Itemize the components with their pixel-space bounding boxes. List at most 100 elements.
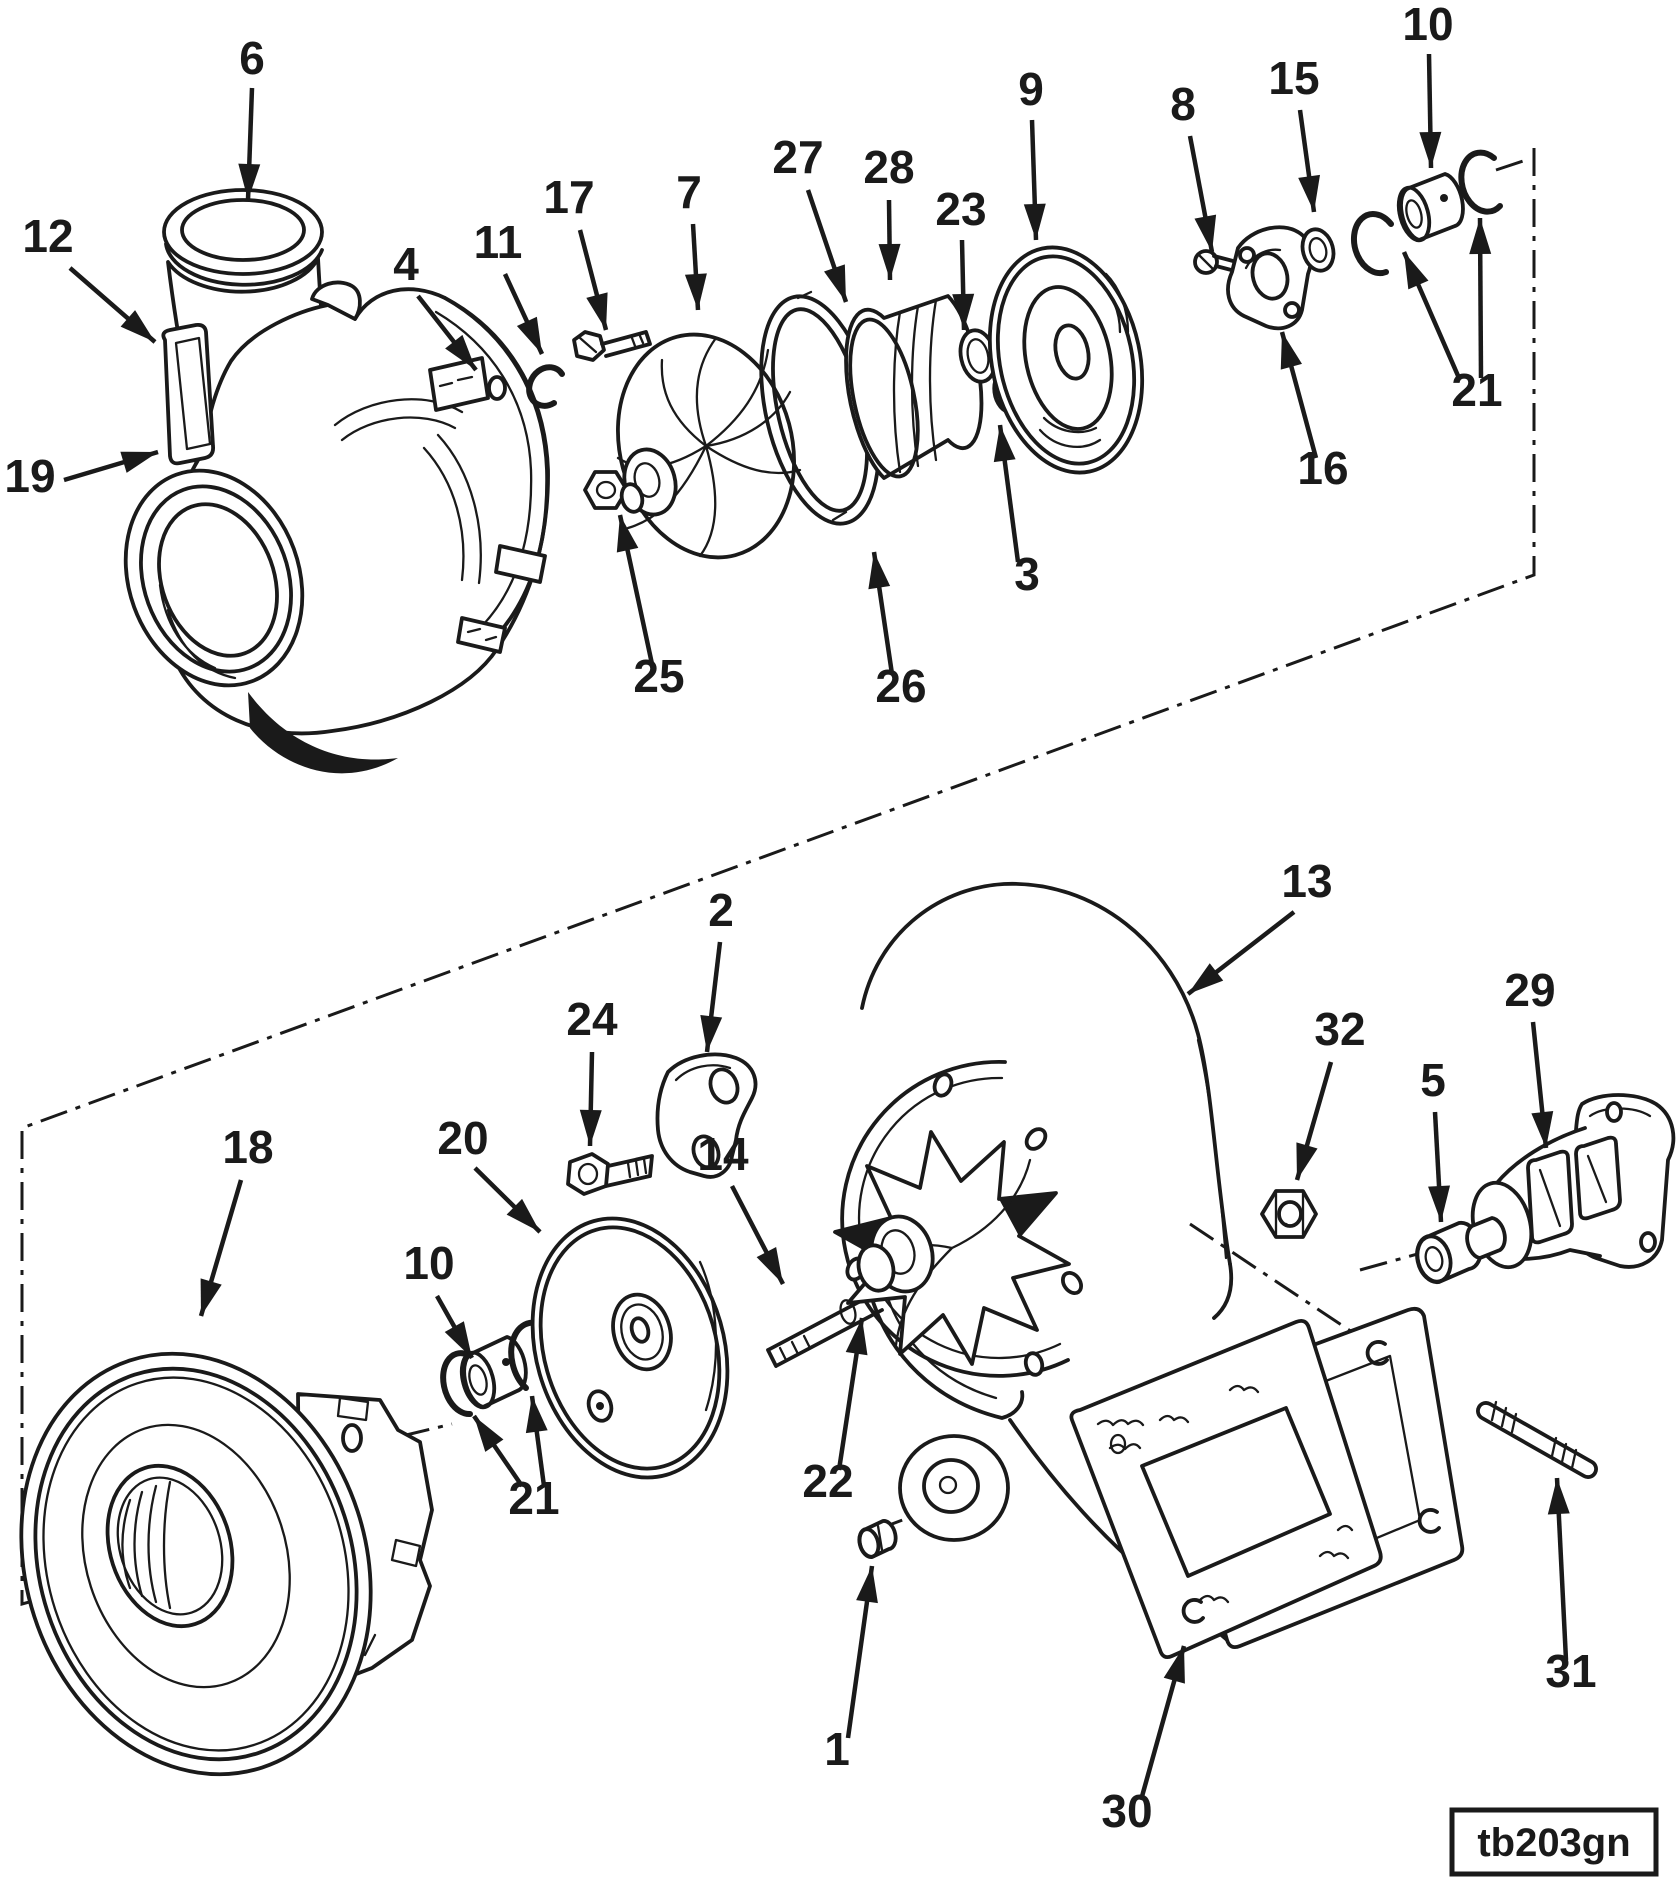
callout-14: 14 <box>697 1128 785 1286</box>
callout-label: 15 <box>1268 52 1319 104</box>
callouts: 6 12 19 4 11 17 7 27 28 23 9 8 15 10 16 … <box>4 0 1596 1837</box>
callout-label: 21 <box>1451 364 1502 416</box>
callout-label: 18 <box>222 1121 273 1173</box>
callout-18: 18 <box>198 1121 274 1317</box>
callout-label: 9 <box>1018 63 1044 115</box>
leader-arrow <box>684 223 707 311</box>
callout-31: 31 <box>1545 1477 1597 1697</box>
callout-9: 9 <box>1018 63 1046 241</box>
leader-arrow <box>836 1317 868 1471</box>
callout-32: 32 <box>1294 1003 1366 1181</box>
callout-4: 4 <box>393 238 478 372</box>
callout-label: 20 <box>437 1112 488 1164</box>
lock-washer-11 <box>526 364 565 409</box>
leader-arrow <box>1297 109 1321 213</box>
callout-label: 3 <box>1014 548 1040 600</box>
figure-code-label: tb203gn <box>1477 1821 1630 1865</box>
callout-label: 6 <box>239 32 265 84</box>
stud-31 <box>1476 1400 1598 1479</box>
turbine-housing <box>123 188 550 774</box>
callout-24: 24 <box>566 993 618 1147</box>
callout-12: 12 <box>22 210 157 344</box>
leader-arrow <box>868 551 895 675</box>
leader-arrow <box>1186 910 1296 996</box>
gasket-30 <box>1069 1318 1383 1660</box>
callout-label: 8 <box>1170 78 1196 130</box>
callout-15: 15 <box>1268 52 1321 213</box>
vband-flange <box>443 296 550 644</box>
clamp-plate-2 <box>655 1052 758 1179</box>
callout-label: 30 <box>1101 1785 1152 1837</box>
leader-arrow <box>1023 119 1046 241</box>
leader-arrow <box>805 189 849 303</box>
leader-arrow <box>1428 1111 1451 1223</box>
leader-arrow <box>525 1395 548 1487</box>
callout-label: 27 <box>772 131 823 183</box>
hex-nut-32 <box>1260 1189 1318 1239</box>
callout-21-top: 21 <box>1401 217 1503 416</box>
callout-22: 22 <box>802 1317 868 1507</box>
leader-arrow <box>845 1565 878 1739</box>
callout-label: 28 <box>863 141 914 193</box>
callout-30: 30 <box>1101 1645 1187 1837</box>
leader-arrow <box>579 1051 602 1147</box>
callout-6: 6 <box>238 32 265 201</box>
leader-arrow <box>63 449 159 483</box>
callout-label: 19 <box>4 450 55 502</box>
callout-5: 5 <box>1420 1054 1451 1223</box>
centerline <box>1495 158 1527 172</box>
snap-ring-top-right <box>1458 149 1503 215</box>
callout-21-bottom: 21 <box>472 1395 560 1524</box>
leader-arrow <box>993 424 1021 563</box>
leader-arrow <box>1294 1061 1334 1181</box>
callout-label: 13 <box>1281 855 1332 907</box>
compressor-wheel <box>616 332 802 560</box>
callout-label: 31 <box>1545 1645 1596 1697</box>
callout-label: 24 <box>566 993 618 1045</box>
callout-10-top: 10 <box>1402 0 1454 169</box>
callout-13: 13 <box>1186 855 1333 996</box>
callout-label: 4 <box>393 238 419 290</box>
leader-arrow <box>473 1166 542 1234</box>
oil-drain-fitting-29 <box>1465 1093 1676 1270</box>
callout-26: 26 <box>868 551 927 712</box>
callout-20: 20 <box>437 1112 542 1234</box>
bracket-16 <box>1226 225 1314 331</box>
callout-label: 22 <box>802 1455 853 1507</box>
turbine-wheel-shaft <box>766 1130 1071 1368</box>
callout-29: 29 <box>1504 964 1556 1149</box>
callout-label: 23 <box>935 183 986 235</box>
pipe-plug-1 <box>857 1519 898 1559</box>
callout-25: 25 <box>616 514 685 702</box>
callout-label: 5 <box>1420 1054 1446 1106</box>
flinger-plate-9 <box>987 245 1145 475</box>
figure-code-box: tb203gn <box>1449 1807 1659 1877</box>
leader-arrow <box>416 294 478 372</box>
callout-label: 14 <box>697 1128 749 1180</box>
leader-arrow <box>435 1294 474 1360</box>
capscrew-17 <box>572 330 652 362</box>
leader-arrow <box>577 229 609 331</box>
grooved-sleeve-27-28 <box>844 294 984 480</box>
shaft-nut-25 <box>583 470 629 510</box>
callout-label: 16 <box>1297 442 1348 494</box>
callout-label: 11 <box>474 216 523 268</box>
backplate-18 <box>19 1351 434 1777</box>
callout-27: 27 <box>772 131 849 303</box>
centerline <box>1189 1222 1353 1334</box>
seal-plate-20 <box>530 1216 730 1480</box>
callout-28: 28 <box>863 141 915 281</box>
leader-arrow <box>952 239 975 331</box>
leader-arrow <box>1469 217 1492 379</box>
callout-label: 32 <box>1314 1003 1365 1055</box>
leader-arrow <box>472 1414 524 1488</box>
leader-arrow <box>1138 1645 1187 1801</box>
figure-code-border <box>1449 1807 1659 1877</box>
callout-label: 21 <box>508 1472 559 1524</box>
leader-arrow <box>1401 251 1462 379</box>
callout-17: 17 <box>543 171 609 331</box>
callout-16: 16 <box>1279 331 1349 494</box>
leader-arrow <box>878 199 901 281</box>
snap-ring-top-left <box>1351 211 1394 277</box>
